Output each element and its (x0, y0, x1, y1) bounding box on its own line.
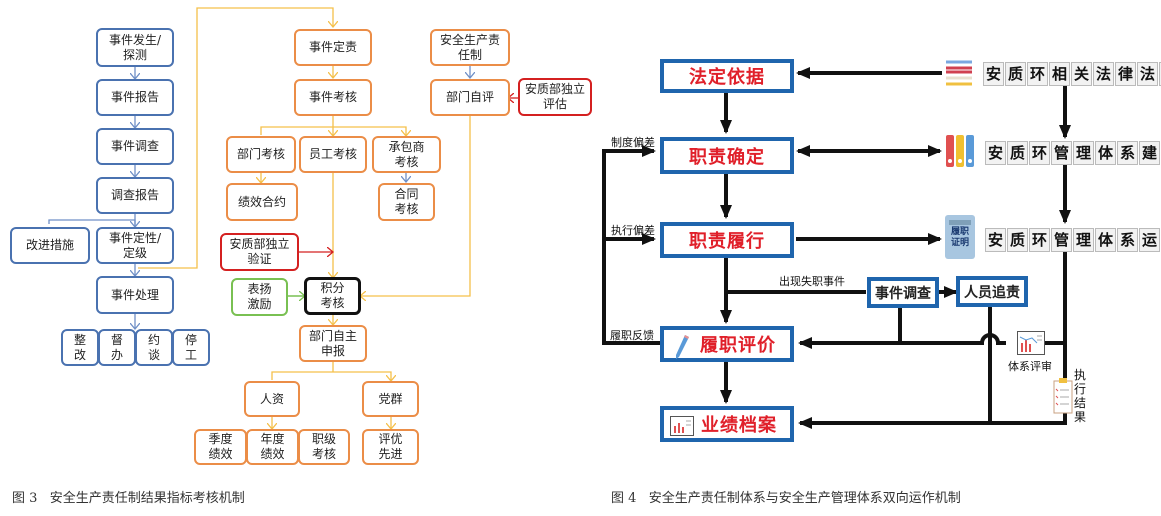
char: 建 (1139, 141, 1160, 165)
box-points-assess: 积分 考核 (304, 277, 361, 315)
conn-ireport-split (48, 219, 135, 226)
box-event-report: 事件报告 (96, 79, 174, 116)
box-duty-define: 职责确定 (660, 137, 794, 174)
label-dereliction: 出现失职事件 (779, 275, 845, 288)
system-build-text: 安质环管理体系建立 (985, 141, 1161, 165)
box-event-assign: 事件定责 (294, 29, 372, 66)
books-icon (944, 60, 974, 92)
label-system-review: 体系评审 (1008, 360, 1052, 373)
char: 理 (1073, 228, 1094, 252)
box-excellence: 评优 先进 (362, 429, 419, 465)
box-independent-verify: 安质部独立 验证 (220, 233, 299, 271)
char: 安 (985, 141, 1006, 165)
conn-feedback-loop (602, 145, 660, 345)
char: 环 (1027, 62, 1048, 86)
char: 质 (1007, 228, 1028, 252)
conn-branch-hr (271, 371, 391, 380)
char: 安 (983, 62, 1004, 86)
char: 系 (1117, 228, 1138, 252)
char: 规 (1159, 62, 1161, 86)
box-event-classify: 事件定性/ 定级 (96, 227, 174, 264)
char: 律 (1115, 62, 1136, 86)
archive-label: 业绩档案 (701, 415, 777, 436)
cert-label: 履职 证明 (950, 227, 969, 248)
pencil-icon (674, 334, 690, 365)
box-action-stop: 停 工 (172, 329, 210, 366)
figure3-caption: 图 3 安全生产责任制结果指标考核机制 (12, 491, 245, 506)
box-action-interview: 约 谈 (135, 329, 173, 366)
box-legal-basis: 法定依据 (660, 59, 794, 93)
box-archive: 业绩档案 (660, 406, 794, 442)
certificate-icon: 履职 证明 (945, 215, 975, 259)
binders-icon (945, 134, 975, 172)
duty-eval-label: 履职评价 (700, 335, 776, 356)
char: 体 (1095, 228, 1116, 252)
box-party: 党群 (362, 381, 419, 417)
box-dept-report: 部门自主 申报 (299, 325, 367, 362)
box-action-supervise: 督 办 (98, 329, 136, 366)
box-improve: 改进措施 (10, 227, 90, 264)
figure4-caption: 图 4 安全生产责任制体系与安全生产管理体系双向运作机制 (611, 491, 961, 506)
char: 相 (1049, 62, 1070, 86)
label-execution-result: 执行结果 (1074, 368, 1087, 424)
box-event-investigation: 事件调查 (867, 277, 939, 308)
box-staff-assess: 员工考核 (299, 136, 367, 173)
char: 管 (1051, 228, 1072, 252)
box-action-rectify: 整 改 (61, 329, 99, 366)
char: 质 (1007, 141, 1028, 165)
char: 关 (1071, 62, 1092, 86)
box-contractor-assess: 承包商 考核 (372, 136, 441, 173)
box-duty-eval: 履职评价 (660, 326, 794, 362)
box-event-handle: 事件处理 (96, 276, 174, 314)
box-praise: 表扬 激励 (231, 278, 288, 316)
box-annual-performance: 年度 绩效 (246, 429, 299, 465)
char: 安 (985, 228, 1006, 252)
label-system-deviation: 制度偏差 (611, 136, 655, 149)
box-performance-contract: 绩效合约 (226, 183, 298, 221)
char: 管 (1051, 141, 1072, 165)
label-execution-deviation: 执行偏差 (611, 224, 655, 237)
laws-text: 安质环相关法律法规 (983, 62, 1161, 86)
box-contract-assess: 合同 考核 (378, 183, 435, 221)
char: 法 (1137, 62, 1158, 86)
char: 理 (1073, 141, 1094, 165)
clipboard-icon (1053, 378, 1073, 418)
char: 运 (1139, 228, 1160, 252)
box-hr: 人资 (244, 381, 300, 417)
box-event-investigate: 事件调查 (96, 128, 174, 165)
system-review-chart-icon (1017, 331, 1045, 359)
char: 体 (1095, 141, 1116, 165)
box-safety-responsibility: 安全生产责 任制 (430, 29, 510, 66)
char: 环 (1029, 141, 1050, 165)
char: 质 (1005, 62, 1026, 86)
box-accountability: 人员追责 (956, 276, 1028, 307)
box-dept-assess: 部门考核 (226, 136, 296, 173)
conn-review-hop (798, 333, 1006, 349)
char: 系 (1117, 141, 1138, 165)
char: 环 (1029, 228, 1050, 252)
box-event-occur: 事件发生/ 探测 (96, 28, 174, 67)
conn-branch-dept (260, 126, 406, 135)
system-run-text: 安质环管理体系运作 (985, 228, 1161, 252)
box-event-assess: 事件考核 (294, 79, 372, 116)
box-quarter-performance: 季度 绩效 (194, 429, 247, 465)
box-investigation-report: 调查报告 (96, 177, 174, 214)
char: 法 (1093, 62, 1114, 86)
chart-report-icon (670, 416, 694, 441)
box-independent-eval: 安质部独立 评估 (518, 78, 592, 116)
box-dept-self-eval: 部门自评 (430, 79, 510, 116)
label-feedback: 履职反馈 (610, 329, 654, 342)
box-rank-assess: 职级 考核 (298, 429, 350, 465)
box-duty-perform: 职责履行 (660, 222, 794, 258)
